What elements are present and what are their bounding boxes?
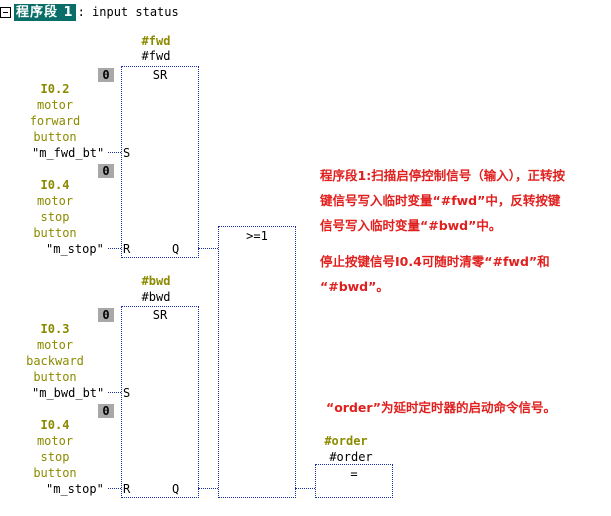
bwd-reset-value: 0 xyxy=(98,404,114,418)
output-coil[interactable] xyxy=(315,464,393,498)
fwd-set-comment-1: motor xyxy=(36,98,74,112)
fwd-reset-comment-2: stop xyxy=(40,210,70,224)
bwd-set-wire xyxy=(108,392,121,393)
fwd-pin-s: S xyxy=(123,146,131,160)
fwd-reset-comment-3: button xyxy=(33,226,77,240)
sr-block-bwd[interactable] xyxy=(121,306,199,498)
or-block[interactable] xyxy=(218,226,296,498)
fwd-reset-wire xyxy=(108,248,121,249)
bwd-operand-top: #bwd xyxy=(141,274,171,288)
network-header: - 程序段 1 : input status xyxy=(0,3,179,21)
coil-operand-top: #order xyxy=(324,434,368,448)
bwd-set-symbol: "m_bwd_bt" xyxy=(32,386,105,400)
bwd-set-comment-2: backward xyxy=(26,354,84,368)
bwd-reset-comment-3: button xyxy=(33,466,77,480)
fwd-set-symbol: "m_fwd_bt" xyxy=(32,146,105,160)
bwd-set-value: 0 xyxy=(98,308,114,322)
fwd-set-address: I0.2 xyxy=(40,82,70,96)
bwd-reset-symbol: "m_stop" xyxy=(46,482,104,496)
bwd-pin-s: S xyxy=(123,386,131,400)
bwd-set-comment-3: button xyxy=(33,370,77,384)
coil-symbol: = xyxy=(350,467,358,481)
fwd-reset-symbol: "m_stop" xyxy=(46,242,104,256)
bwd-reset-comment-2: stop xyxy=(40,450,70,464)
annotation-line-5: “#bwd”。 xyxy=(320,279,389,294)
annotation-line-4: 停止按键信号I0.4可随时清零“#fwd”和 xyxy=(320,254,550,269)
fwd-operand-top: #fwd xyxy=(141,34,171,48)
coil-operand: #order xyxy=(329,450,373,464)
bwd-reset-address: I0.4 xyxy=(40,418,70,432)
fwd-q-wire xyxy=(198,248,218,249)
network-label[interactable]: 程序段 1 xyxy=(14,3,76,21)
annotation-line-3: 信号写入临时变量“#bwd”中。 xyxy=(320,218,502,233)
annotation-line-1: 程序段1:扫描启停控制信号（输入），正转按 xyxy=(320,168,565,183)
fwd-operand: #fwd xyxy=(141,49,171,63)
bwd-block-type: SR xyxy=(152,308,168,322)
fwd-pin-q: Q xyxy=(172,242,180,256)
bwd-pin-r: R xyxy=(123,482,131,496)
annotation-line-6: “order”为延时定时器的启动命令信号。 xyxy=(326,400,557,415)
collapse-toggle-icon[interactable]: - xyxy=(0,6,11,18)
annotation-line-2: 键信号写入临时变量“#fwd”中，反转按键 xyxy=(320,193,561,208)
fwd-set-value: 0 xyxy=(98,68,114,82)
fwd-block-type: SR xyxy=(152,68,168,82)
bwd-q-wire xyxy=(198,488,218,489)
fwd-reset-value: 0 xyxy=(98,164,114,178)
fwd-set-comment-2: forward xyxy=(29,114,81,128)
fwd-set-wire xyxy=(108,152,121,153)
bwd-pin-q: Q xyxy=(172,482,180,496)
bwd-reset-wire xyxy=(108,488,121,489)
fwd-reset-address: I0.4 xyxy=(40,178,70,192)
or-block-label: >=1 xyxy=(246,229,268,243)
fwd-set-comment-3: button xyxy=(33,130,77,144)
fwd-pin-r: R xyxy=(123,242,131,256)
bwd-operand: #bwd xyxy=(141,290,171,304)
bwd-set-address: I0.3 xyxy=(40,322,70,336)
bwd-reset-comment-1: motor xyxy=(36,434,74,448)
fwd-reset-comment-1: motor xyxy=(36,194,74,208)
network-title: : input status xyxy=(77,5,179,19)
bwd-set-comment-1: motor xyxy=(36,338,74,352)
sr-block-fwd[interactable] xyxy=(121,66,199,258)
or-out-wire xyxy=(295,488,315,489)
